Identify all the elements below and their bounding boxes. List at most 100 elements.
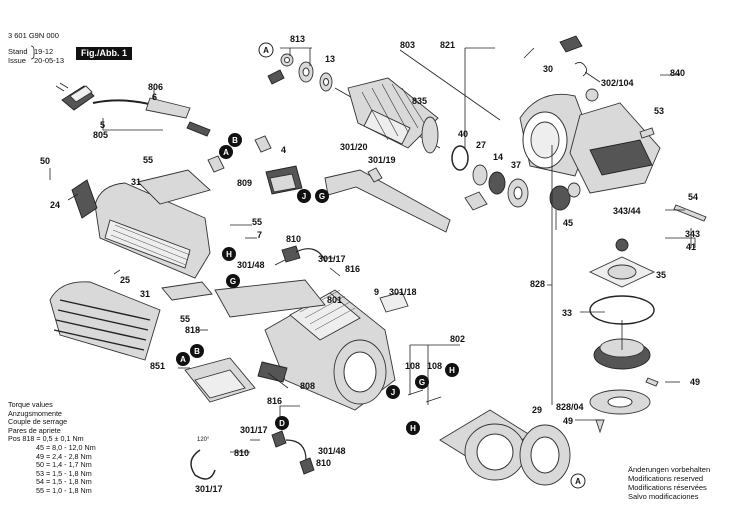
label-828: 828 [530, 279, 545, 289]
bearing-flange [588, 238, 659, 434]
modifications-note: Änderungen vorbehalten Modifications res… [628, 465, 710, 501]
label-301-48-bottom: 301/48 [318, 446, 346, 456]
callout-g: G [319, 192, 325, 201]
callout-d: H [410, 424, 416, 433]
label-25: 25 [120, 275, 130, 285]
label-53: 53 [654, 106, 664, 116]
label-30: 30 [543, 64, 553, 74]
label-810-left: 810 [234, 448, 249, 458]
callout-d: D [279, 419, 285, 428]
callout-a: A [223, 148, 229, 157]
bearing-group-813 [267, 53, 333, 92]
label-301-17-mid: 301/17 [240, 425, 268, 435]
label-50: 50 [40, 156, 50, 166]
label-301-48-top: 301/48 [237, 260, 265, 270]
label-31-bottom: 31 [140, 289, 150, 299]
leader-lines [49, 47, 696, 453]
label-301-19: 301/19 [368, 155, 396, 165]
mod-en: Modifications reserved [628, 474, 704, 483]
label-54: 54 [688, 192, 698, 202]
callout-j: J [391, 388, 395, 397]
label-840: 840 [670, 68, 685, 78]
mod-fr: Modifications réservées [628, 483, 707, 492]
rings-40-14-37 [451, 145, 529, 211]
label-55-bottom: 55 [180, 314, 190, 324]
torque-row: 45 = 8,0 - 12,0 Nm [36, 442, 96, 452]
label-851: 851 [150, 361, 165, 371]
label-810-bottom: 810 [316, 458, 331, 468]
callout-a: A [263, 46, 269, 55]
label-5: 5 [100, 120, 105, 130]
torque-title-fr: Couple de serrage [8, 417, 68, 427]
label-343: 343 [685, 229, 700, 239]
angle-mark: 120° [197, 437, 210, 443]
torque-row: Pos 818 = 0,5 ± 0,1 Nm [8, 434, 84, 444]
label-816-top: 816 [345, 264, 360, 274]
torque-table: Torque values Anzugsmomente Couple de se… [8, 400, 96, 496]
label-809: 809 [237, 178, 252, 188]
label-301-20: 301/20 [340, 142, 368, 152]
label-803: 803 [400, 40, 415, 50]
label-301-17-top: 301/17 [318, 254, 346, 264]
label-49-lower: 49 [563, 416, 573, 426]
brace [30, 45, 35, 60]
label-41: 41 [686, 242, 696, 252]
label-35: 35 [656, 270, 666, 280]
label-806: 806 [148, 82, 163, 92]
label-808: 808 [300, 381, 315, 391]
callout-g: G [230, 277, 236, 286]
armature [334, 77, 441, 154]
torque-title-es: Pares de apriete [8, 425, 61, 435]
handle-cover [71, 169, 211, 279]
doc-number: 3 601 G9N 000 [8, 31, 59, 40]
callout-g: G [419, 378, 425, 387]
label-301-18: 301/18 [389, 287, 417, 297]
callout-b: B [194, 347, 200, 356]
callout-h: H [226, 250, 232, 259]
switch-rod [324, 167, 451, 233]
part-labels: 813 803 13 821 30 840 302/104 806 6 835 … [40, 34, 700, 494]
torque-row: 53 = 1,5 - 1,8 Nm [36, 468, 92, 478]
figure-tag: Fig./Abb. 1 [76, 47, 132, 60]
label-33: 33 [562, 308, 572, 318]
label-108-b: 108 [427, 361, 442, 371]
mod-de: Änderungen vorbehalten [628, 465, 711, 474]
label-4: 4 [281, 145, 286, 155]
issue-value: 20-05-13 [34, 56, 65, 65]
label-27: 27 [476, 140, 486, 150]
stand-label: Stand [8, 47, 28, 56]
callout-h: H [449, 366, 455, 375]
label-805: 805 [93, 130, 108, 140]
motor-housing [214, 279, 409, 411]
label-24: 24 [50, 200, 60, 210]
torque-title-de: Anzugsmomente [8, 408, 62, 418]
torque-row: 49 = 2,4 - 2,8 Nm [36, 451, 92, 461]
label-7: 7 [257, 230, 262, 240]
label-55-mid: 55 [252, 217, 262, 227]
label-821: 821 [440, 40, 455, 50]
torque-row: 55 = 1,0 - 1,8 Nm [36, 485, 92, 495]
torque-title-en: Torque values [8, 400, 53, 409]
issue-label: Issue [8, 56, 26, 65]
label-802: 802 [450, 334, 465, 344]
label-801: 801 [327, 295, 342, 305]
label-31-top: 31 [131, 177, 141, 187]
label-40: 40 [458, 129, 468, 139]
label-55-top: 55 [143, 155, 153, 165]
label-301-17-bottom: 301/17 [195, 484, 223, 494]
callout-j: J [302, 192, 306, 201]
label-14: 14 [493, 152, 503, 162]
mod-es: Salvo modificaciones [628, 492, 699, 501]
label-6: 6 [152, 92, 157, 102]
label-9: 9 [374, 287, 379, 297]
torque-row: 54 = 1,5 - 1,8 Nm [36, 477, 92, 487]
label-13: 13 [325, 54, 335, 64]
label-818: 818 [185, 325, 200, 335]
label-813: 813 [290, 34, 305, 44]
stand-value: 19-12 [34, 47, 54, 56]
dust-filter [49, 281, 161, 361]
label-810-top: 810 [286, 234, 301, 244]
pinion [549, 182, 581, 230]
label-45: 45 [563, 218, 573, 228]
